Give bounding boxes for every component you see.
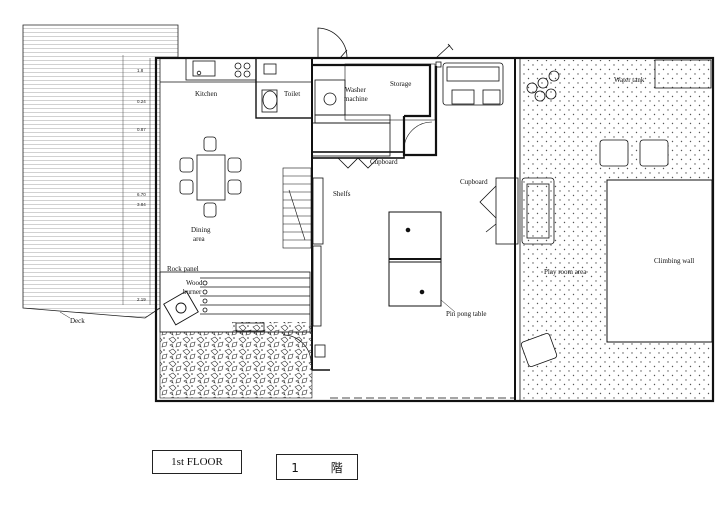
shelfs	[312, 177, 324, 327]
dim-2: 0.24	[137, 99, 146, 104]
water-tank	[654, 59, 712, 89]
entry-doors	[317, 27, 454, 59]
bean-bags	[520, 139, 669, 367]
deck	[22, 24, 179, 319]
label-washer-1: Washer	[345, 86, 366, 94]
label-kitchen: Kitchen	[195, 90, 218, 98]
label-cupboard-2: Cupboard	[460, 178, 488, 186]
room-labels: Kitchen Toilet Washer machine Storage Cu…	[70, 76, 694, 325]
storage	[312, 61, 442, 157]
ping-pong-table	[388, 211, 456, 313]
label-toilet: Toilet	[284, 90, 300, 98]
climbing-wall	[606, 179, 713, 343]
cupboard-hallway	[311, 122, 405, 169]
wood-burner	[163, 290, 199, 326]
label-rock-panel: Rock panel	[167, 265, 199, 273]
dim-1: 1.8	[137, 68, 144, 73]
label-cupboard-1: Cupboard	[370, 158, 398, 166]
stairs	[282, 167, 312, 249]
rock-floor	[159, 322, 326, 399]
label-storage: Storage	[390, 80, 411, 88]
deck-dimensions: 1.8 0.24 0.87 6.70 3.84 2.19	[137, 58, 151, 305]
label-wood-2: burner	[183, 288, 202, 296]
label-washer-2: machine	[344, 95, 368, 103]
floor-title-english: 1st FLOOR	[152, 450, 242, 474]
dim-6: 2.19	[137, 297, 146, 302]
label-dining-1: Dining	[191, 226, 211, 234]
dim-5: 3.84	[137, 202, 146, 207]
label-shelfs: Shelfs	[333, 190, 351, 198]
label-wood-1: Wood	[186, 279, 203, 287]
dim-3: 0.87	[137, 127, 146, 132]
label-dining-2: area	[193, 235, 206, 243]
floor-title-japanese: 1 階	[276, 454, 358, 480]
label-water-tank: Water tank	[614, 76, 645, 84]
label-climbing-wall: Climbing wall	[654, 257, 694, 265]
label-ping-pong: Pin pong table	[446, 310, 486, 318]
sofa-top	[442, 62, 504, 106]
dining-table	[179, 136, 242, 218]
label-play-room: Play room area	[544, 268, 587, 276]
toilet	[255, 57, 313, 119]
label-deck: Deck	[70, 317, 85, 325]
kitchen	[160, 57, 312, 83]
dim-4: 6.70	[137, 192, 146, 197]
plant-icons	[526, 70, 560, 102]
